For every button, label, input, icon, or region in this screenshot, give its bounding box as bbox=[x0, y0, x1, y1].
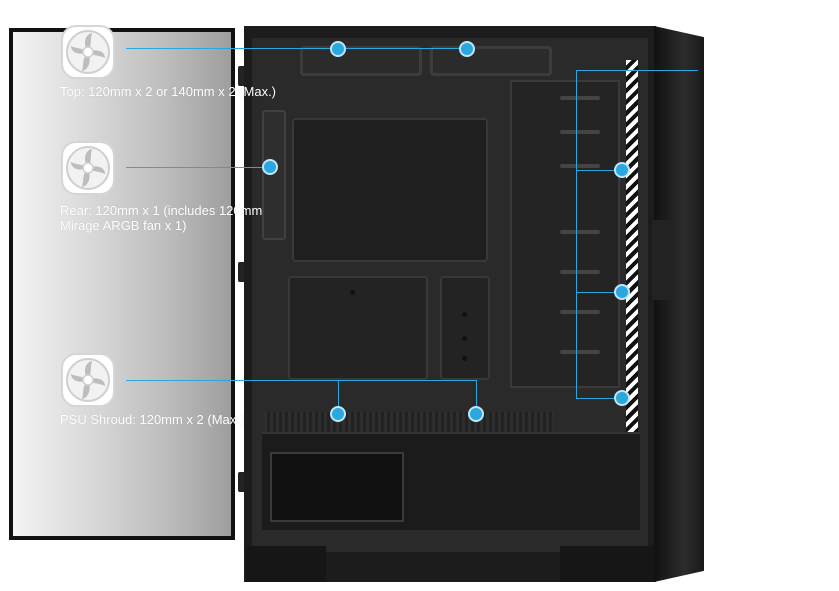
drive-slot bbox=[560, 310, 600, 314]
rear-fan bbox=[262, 110, 286, 240]
screw-hole bbox=[350, 290, 355, 295]
top-fan bbox=[300, 46, 422, 76]
fan-icon bbox=[61, 25, 115, 79]
callout-line bbox=[126, 48, 338, 49]
drive-cage bbox=[510, 80, 620, 388]
fan-icon bbox=[61, 353, 115, 407]
motherboard-cutout bbox=[292, 118, 488, 262]
rear-fan-label-line2: Mirage ARGB fan x 1) bbox=[60, 218, 187, 233]
callout-line bbox=[576, 70, 698, 71]
callout-line bbox=[576, 170, 622, 171]
callout-line bbox=[338, 380, 339, 414]
drive-slot bbox=[560, 130, 600, 134]
callout-dot bbox=[262, 159, 278, 175]
screw-hole bbox=[462, 356, 467, 361]
callout-line bbox=[576, 292, 622, 293]
case-front-panel bbox=[654, 26, 704, 582]
cable-management-cover bbox=[626, 60, 638, 432]
tempered-glass-panel bbox=[9, 28, 235, 540]
callout-dot bbox=[330, 41, 346, 57]
fan-icon bbox=[61, 141, 115, 195]
callout-dot bbox=[459, 41, 475, 57]
hinge bbox=[238, 472, 246, 492]
screw-hole bbox=[462, 336, 467, 341]
drive-slot bbox=[560, 96, 600, 100]
screw-hole bbox=[462, 312, 467, 317]
case-foot bbox=[246, 546, 326, 582]
callout-dot bbox=[614, 284, 630, 300]
callout-line bbox=[576, 398, 622, 399]
top-fan bbox=[430, 46, 552, 76]
callout-line bbox=[476, 380, 477, 414]
top-fan-label: Top: 120mm x 2 or 140mm x 2 (Max.) bbox=[60, 84, 277, 99]
drive-slot bbox=[560, 270, 600, 274]
callout-line bbox=[576, 70, 577, 398]
hinge bbox=[238, 262, 246, 282]
callout-dot bbox=[330, 406, 346, 422]
callout-line bbox=[126, 380, 476, 381]
callout-dot bbox=[614, 162, 630, 178]
psu-window bbox=[270, 452, 404, 522]
callout-dot bbox=[468, 406, 484, 422]
drive-slot bbox=[560, 230, 600, 234]
callout-dot bbox=[614, 390, 630, 406]
cable-cutout bbox=[440, 276, 490, 380]
callout-line bbox=[126, 167, 270, 168]
case-foot bbox=[560, 546, 654, 582]
cable-cutout bbox=[288, 276, 428, 380]
drive-slot bbox=[560, 164, 600, 168]
psu-shroud-vent bbox=[264, 412, 554, 432]
psu-shroud-fan-label: PSU Shroud: 120mm x 2 (Max.) bbox=[60, 412, 245, 427]
front-io bbox=[652, 220, 672, 300]
drive-slot bbox=[560, 350, 600, 354]
hinge bbox=[238, 66, 246, 86]
callout-line bbox=[338, 48, 468, 49]
rear-fan-label-line1: Rear: 120mm x 1 (includes 120mm bbox=[60, 203, 263, 218]
